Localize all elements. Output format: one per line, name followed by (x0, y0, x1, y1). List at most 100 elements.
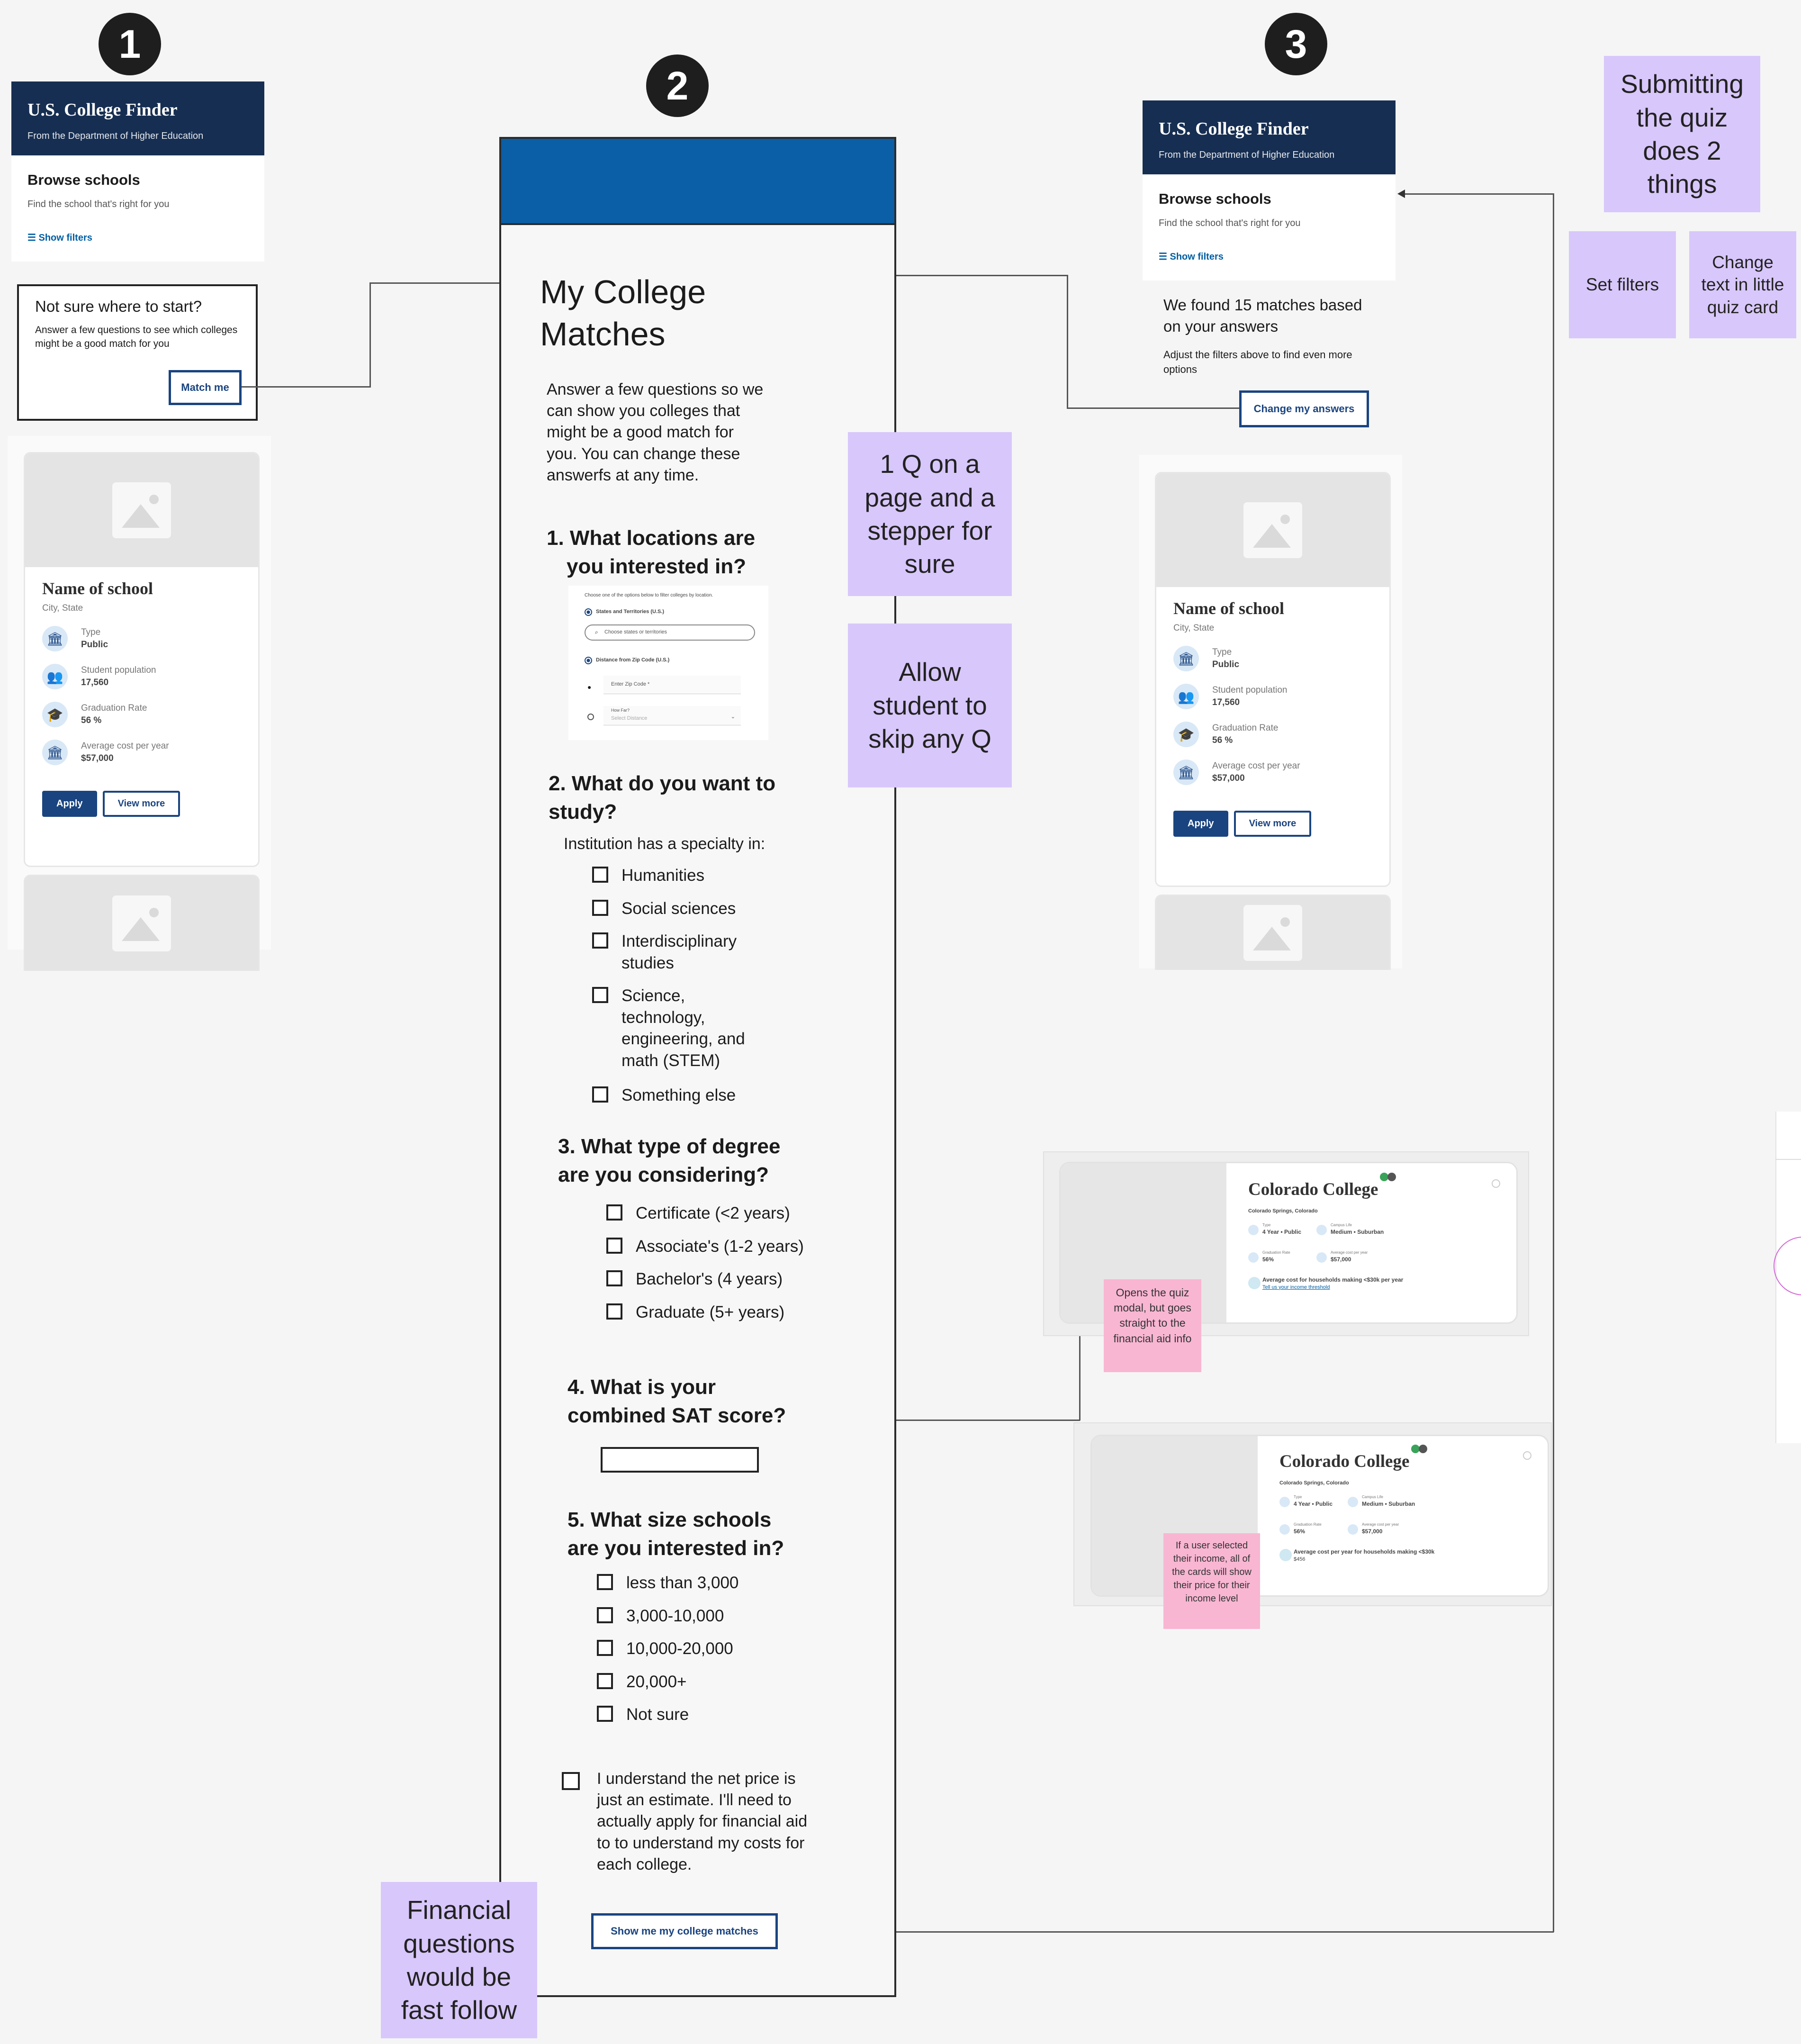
degree-option[interactable]: Certificate (<2 years) (606, 1203, 805, 1224)
degree-option[interactable]: Bachelor's (4 years) (606, 1268, 805, 1290)
checkbox[interactable] (597, 1673, 613, 1689)
checkbox[interactable] (606, 1204, 622, 1221)
option-label: Something else (621, 1086, 736, 1104)
study-option[interactable]: Interdisciplinary studies (592, 931, 782, 974)
checkbox[interactable] (597, 1706, 613, 1722)
browse-subtitle: Find the school that's right for you (1159, 218, 1301, 228)
checkbox[interactable] (592, 899, 608, 916)
checkbox[interactable] (592, 987, 608, 1003)
bookmark-icon[interactable] (1492, 1179, 1500, 1188)
view-more-button[interactable]: View more (102, 791, 180, 817)
income-line: Average cost per year for households mak… (1294, 1548, 1435, 1555)
size-option[interactable]: 20,000+ (597, 1671, 796, 1693)
type-icon (1279, 1497, 1290, 1507)
college-location: Colorado Springs, Colorado (1279, 1480, 1349, 1486)
step-badge-1: 1 (99, 13, 161, 75)
campus-label: Campus Life (1362, 1495, 1383, 1499)
stat-cost: 🏛Average cost per year$57,000 (42, 740, 241, 765)
checkbox[interactable] (606, 1303, 622, 1320)
site-title: U.S. College Finder (1159, 119, 1309, 139)
college-name: Colorado College (1279, 1452, 1410, 1471)
connector (369, 282, 371, 388)
apply-button[interactable]: Apply (42, 791, 97, 817)
income-line: Average cost for households making <$30k… (1262, 1276, 1404, 1283)
stat-label: Student population (81, 665, 156, 675)
filter-icon: ☰ (27, 233, 39, 243)
size-option[interactable]: Not sure (597, 1704, 796, 1726)
stat-label: Student population (1212, 685, 1288, 695)
sat-score-input[interactable] (601, 1447, 759, 1473)
show-filters-link[interactable]: ☰ Show filters (27, 232, 248, 244)
income-info: Average cost for households making <$30k… (1262, 1276, 1403, 1291)
zip-input[interactable]: Enter Zip Code * (603, 676, 741, 694)
study-option[interactable]: Science, technology, engineering, and ma… (592, 985, 782, 1071)
school-image (25, 876, 258, 971)
step-badge-2: 2 (646, 54, 709, 117)
institution-icon: 🏛 (42, 626, 68, 651)
checkbox[interactable] (597, 1607, 613, 1623)
checkbox[interactable] (592, 932, 608, 949)
checkbox[interactable] (597, 1640, 613, 1656)
study-option[interactable]: Humanities (592, 865, 782, 886)
stat-value: Public (1212, 660, 1240, 669)
school-card-next (1155, 895, 1391, 970)
income-link[interactable]: Tell us your income threshold (1262, 1284, 1330, 1290)
people-icon: 👥 (42, 664, 68, 689)
size-option[interactable]: less than 3,000 (597, 1572, 796, 1594)
question-5-options: less than 3,000 3,000-10,000 10,000-20,0… (597, 1572, 796, 1726)
apply-button[interactable]: Apply (1173, 811, 1228, 837)
option-label: Science, technology, engineering, and ma… (621, 986, 745, 1070)
people-icon: 👥 (1173, 684, 1199, 709)
show-matches-button[interactable]: Show me my college matches (591, 1913, 778, 1949)
checkbox[interactable] (606, 1270, 622, 1286)
image-placeholder-icon (112, 482, 171, 538)
checkbox[interactable] (597, 1574, 613, 1590)
arrow-head-icon (1397, 190, 1405, 198)
filter-icon: ☰ (1159, 252, 1170, 262)
bookmark-icon[interactable] (1523, 1451, 1531, 1460)
size-option[interactable]: 10,000-20,000 (597, 1638, 796, 1660)
option-label: Not sure (626, 1705, 689, 1724)
school-image (1156, 896, 1389, 970)
study-option[interactable]: Social sciences (592, 898, 782, 920)
question-1-title: 1. What locations are you interested in? (547, 526, 756, 579)
radio-states[interactable] (585, 608, 592, 616)
states-search[interactable]: ⌕ Choose states or territories (585, 624, 755, 641)
sticky-change-text: Change text in little quiz card (1689, 231, 1796, 338)
browse-subtitle: Find the school that's right for you (27, 199, 170, 209)
prompt-title: Not sure where to start? (35, 298, 202, 315)
study-option[interactable]: Something else (592, 1085, 782, 1106)
show-filters-link[interactable]: ☰ Show filters (1159, 251, 1379, 262)
stat-value: 17,560 (81, 678, 109, 687)
map-pin-icon: ● (587, 683, 592, 691)
checkbox[interactable] (606, 1237, 622, 1254)
chevron-down-icon: ⌄ (730, 714, 735, 720)
question-4-title: 4. What is your combined SAT score? (567, 1375, 786, 1428)
distance-select[interactable]: How Far? Select Distance ⌄ (603, 706, 741, 725)
grad-value: 56% (1262, 1256, 1274, 1263)
degree-option[interactable]: Associate's (1-2 years) (606, 1236, 805, 1257)
option-label: Associate's (1-2 years) (636, 1237, 804, 1256)
avatar (1380, 1173, 1388, 1181)
option-label: 10,000-20,000 (626, 1639, 733, 1658)
size-option[interactable]: 3,000-10,000 (597, 1605, 796, 1627)
step-badge-3: 3 (1265, 13, 1327, 75)
change-answers-button[interactable]: Change my answers (1239, 390, 1369, 427)
disclaimer-checkbox[interactable] (562, 1772, 580, 1790)
stat-population: 👥 Student population 17,560 (42, 664, 241, 689)
search-icon: ⌕ (595, 629, 598, 635)
view-more-button[interactable]: View more (1234, 811, 1312, 837)
income-icon (1248, 1277, 1261, 1289)
howfar-label: How Far? (611, 708, 630, 713)
radio-zip[interactable] (585, 657, 592, 664)
checkbox[interactable] (592, 867, 608, 883)
college-name: Colorado College (1248, 1180, 1378, 1199)
income-icon (1279, 1549, 1292, 1561)
degree-option[interactable]: Graduate (5+ years) (606, 1302, 805, 1323)
checkbox[interactable] (592, 1086, 608, 1103)
match-me-button[interactable]: Match me (169, 370, 242, 405)
